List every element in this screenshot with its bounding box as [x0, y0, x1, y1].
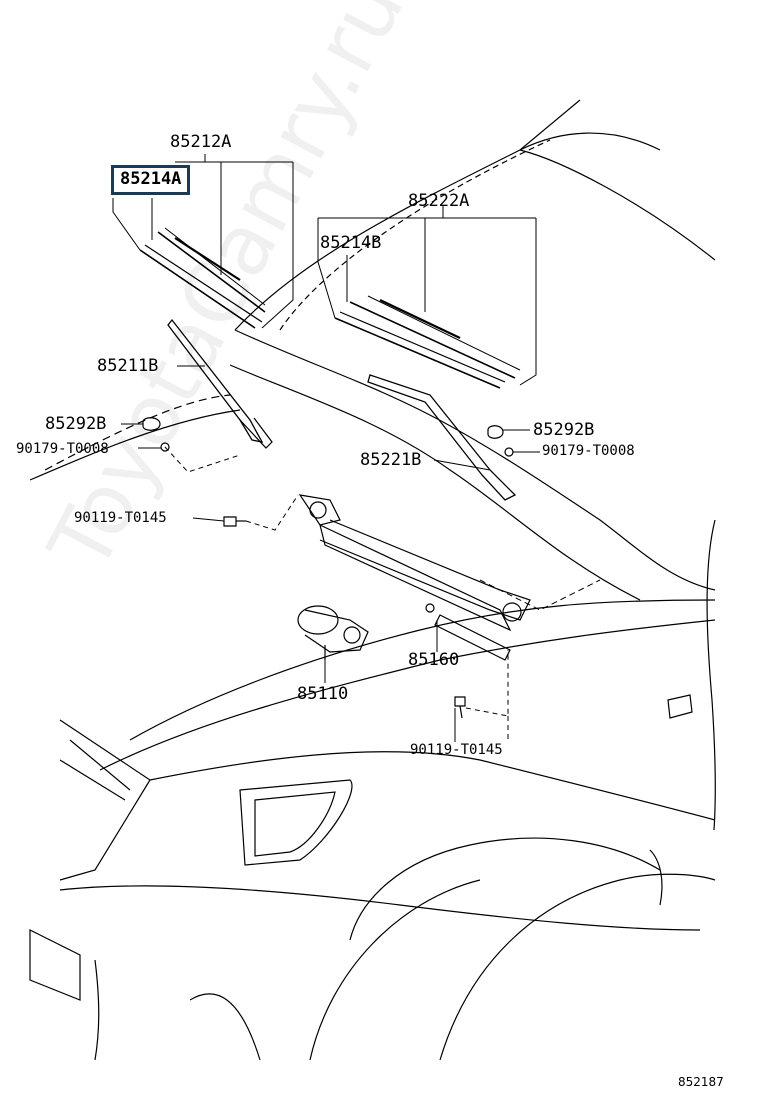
part-label-85160[interactable]: 85160 — [408, 650, 460, 670]
part-label-85292B-left[interactable]: 85292B — [45, 414, 107, 434]
fender-outline — [29, 519, 716, 1061]
wiper-motor — [297, 605, 369, 660]
wiper-blade-left — [139, 227, 266, 329]
wiper-arm-right — [367, 374, 517, 501]
part-label-90119-T0145-upper[interactable]: 90119-T0145 — [74, 510, 167, 526]
part-label-85212A[interactable]: 85212A — [170, 132, 232, 152]
wiper-blade-right — [334, 295, 521, 389]
part-label-85222A[interactable]: 85222A — [408, 191, 470, 211]
part-label-85110[interactable]: 85110 — [297, 684, 349, 704]
fasteners — [142, 417, 514, 719]
part-label-90179-T0008-left[interactable]: 90179-T0008 — [16, 441, 109, 457]
wiper-arm-left — [167, 318, 273, 449]
wiper-linkage — [298, 494, 531, 661]
part-label-85214A[interactable]: 85214A — [111, 165, 191, 195]
part-label-85221B[interactable]: 85221B — [360, 450, 422, 470]
part-label-90179-T0008-right[interactable]: 90179-T0008 — [542, 443, 635, 459]
leader-lines — [112, 154, 601, 742]
part-label-90119-T0145-lower[interactable]: 90119-T0145 — [410, 742, 503, 758]
hood-outline — [29, 99, 716, 771]
part-label-85292B-right[interactable]: 85292B — [533, 420, 595, 440]
part-label-85214B[interactable]: 85214B — [320, 233, 382, 253]
part-label-85211B[interactable]: 85211B — [97, 356, 159, 376]
diagram-id: 852187 — [678, 1075, 724, 1089]
